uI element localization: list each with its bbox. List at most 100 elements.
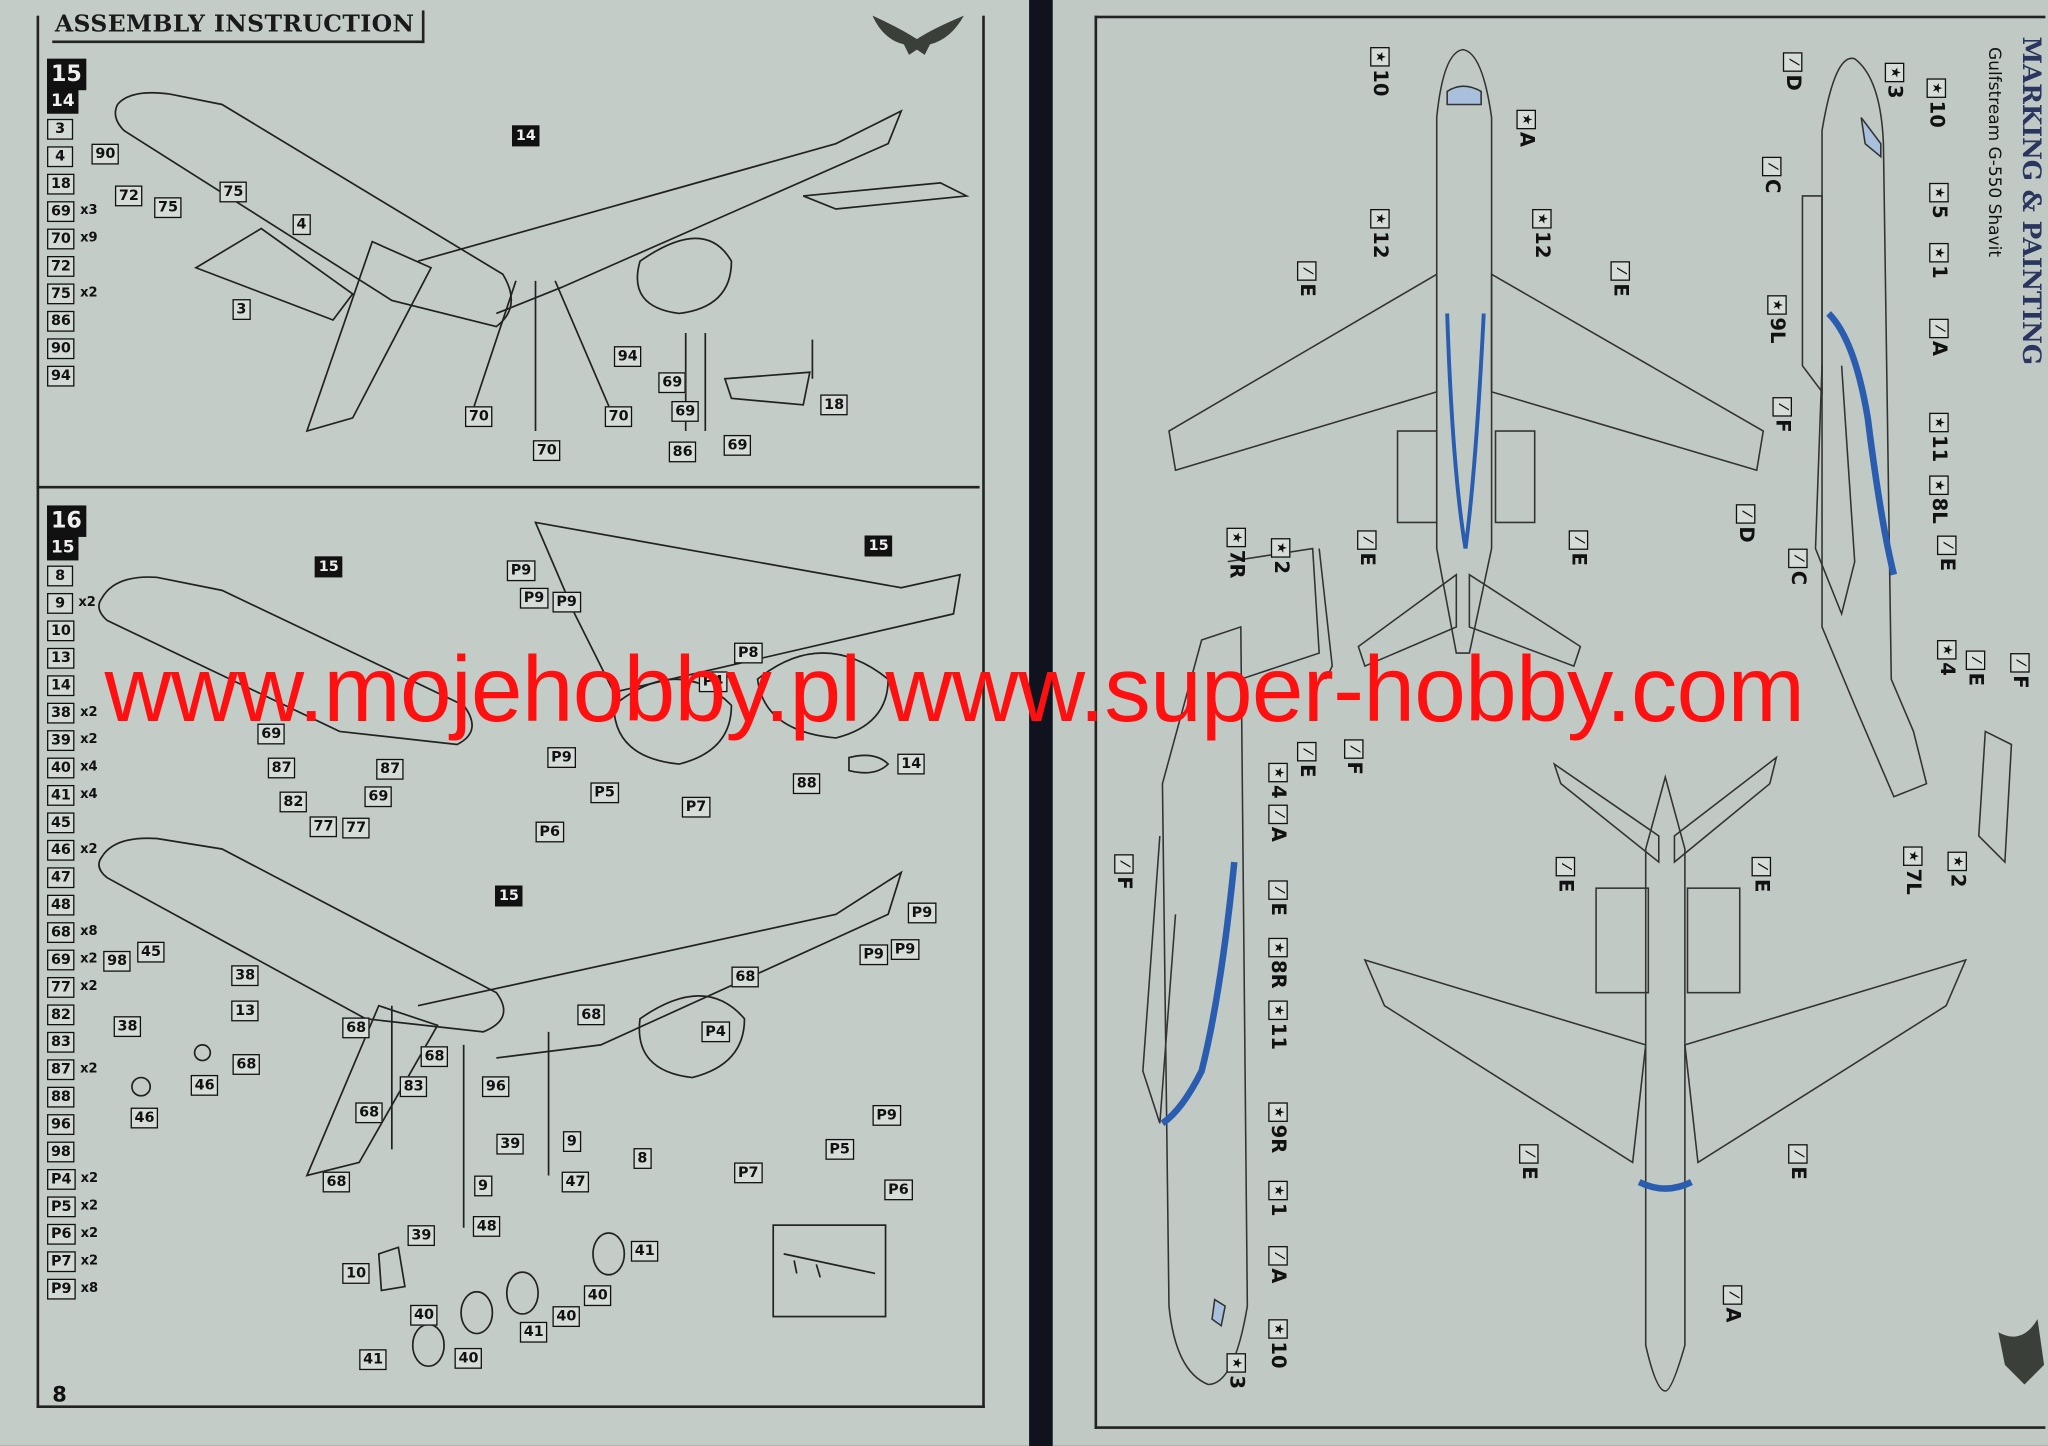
part-list-item: 90	[47, 334, 98, 361]
part-list-item: 86	[47, 307, 98, 334]
part-number: 75	[47, 282, 75, 304]
callout-label: 10	[1266, 1341, 1291, 1369]
part-number: 90	[47, 337, 75, 359]
part-callout: 39	[407, 1225, 436, 1247]
part-callout: 14	[511, 125, 540, 147]
part-callout: 69	[671, 400, 700, 422]
part-number: 47	[47, 866, 75, 888]
part-callout: 75	[154, 197, 182, 219]
aircraft-subtitle: Gulfstream G-550 Shavit	[1983, 47, 2004, 257]
callout-label: C	[1786, 570, 1811, 586]
part-callout: 9	[562, 1131, 581, 1152]
decal-callout: ★5	[1928, 182, 1951, 219]
part-number: 38	[47, 702, 75, 723]
part-number: P4	[47, 1168, 76, 1190]
part-callout: 69	[364, 786, 393, 808]
paint-brush-icon: ⁄	[1773, 397, 1793, 417]
callout-label: 8R	[1266, 959, 1291, 989]
decal-star-icon: ★	[1885, 62, 1905, 83]
part-number: 15	[47, 535, 79, 561]
part-quantity: x8	[80, 1281, 99, 1296]
part-callout: P7	[681, 796, 711, 818]
part-callout: 3	[232, 299, 251, 320]
decal-callout: ★7L	[1902, 846, 1925, 895]
paint-callout: ⁄E	[1356, 530, 1379, 566]
decal-star-icon: ★	[1929, 182, 1950, 203]
part-callout: 68	[342, 1017, 371, 1039]
decal-callout: ★11	[1928, 412, 1951, 462]
callout-label: E	[1567, 552, 1591, 566]
part-callout: P9	[552, 591, 581, 613]
part-number: 69	[47, 948, 75, 970]
part-callout: 48	[472, 1215, 501, 1237]
part-list-item: 94	[47, 362, 98, 389]
part-callout: 9	[474, 1175, 492, 1197]
paint-callout: ⁄E	[1296, 741, 1319, 777]
part-callout: 10	[342, 1263, 371, 1284]
part-list-item: 4	[47, 142, 98, 169]
page-title: MARKING & PAINTING	[2016, 36, 2046, 366]
part-callout: 77	[342, 817, 371, 839]
part-list-item: 14	[47, 88, 98, 115]
paint-brush-icon: ⁄	[1762, 156, 1783, 177]
step-number: 15	[47, 58, 98, 90]
decal-star-icon: ★	[1268, 1319, 1289, 1339]
decal-callout: ★3	[1225, 1353, 1249, 1389]
callout-label: 9R	[1266, 1124, 1291, 1154]
part-quantity: x2	[80, 1171, 99, 1186]
decal-star-icon: ★	[1268, 1180, 1289, 1201]
callout-label: 2	[1946, 873, 1970, 888]
part-number: 14	[47, 674, 75, 696]
part-list-item: 18	[47, 170, 98, 197]
part-list-item: 98	[47, 1138, 98, 1165]
paint-callout: ⁄E	[1964, 650, 1988, 686]
decal-star-icon: ★	[1767, 295, 1788, 315]
part-number: 18	[47, 173, 75, 194]
part-callout: 8	[633, 1148, 652, 1169]
paint-callout: ⁄C	[1761, 156, 1784, 193]
part-callout: 96	[481, 1076, 510, 1098]
step-number: 16	[47, 504, 98, 537]
callout-label: 4	[1266, 784, 1291, 799]
decal-star-icon: ★	[1937, 639, 1958, 660]
part-callout: 68	[322, 1171, 351, 1193]
part-callout: 40	[454, 1347, 483, 1369]
part-callout: 13	[231, 1000, 260, 1022]
part-number: 48	[47, 894, 75, 915]
part-callout: 39	[496, 1133, 525, 1155]
part-quantity: x2	[80, 705, 98, 720]
paint-brush-icon: ⁄	[1736, 504, 1757, 524]
part-callout: P9	[872, 1104, 901, 1126]
step-number-badge: 16	[47, 504, 86, 537]
part-callout: 68	[355, 1102, 384, 1124]
decal-callout: ★7R	[1225, 527, 1249, 579]
part-list-item: 96	[47, 1110, 98, 1137]
callout-label: 1	[1266, 1202, 1291, 1217]
part-callout: 69	[658, 372, 687, 394]
part-callout: 87	[376, 758, 404, 780]
paint-callout: ⁄D	[1735, 504, 1758, 543]
step-number-badge: 15	[47, 58, 86, 90]
part-callout: P5	[825, 1138, 854, 1160]
part-callout: 86	[668, 441, 697, 463]
paint-brush-icon: ⁄	[1268, 1246, 1289, 1266]
part-list-item: 14	[47, 671, 98, 698]
paint-callout: ⁄A	[1267, 804, 1290, 842]
callout-label: 12	[1368, 231, 1393, 259]
paint-callout: ⁄A	[1928, 318, 1951, 356]
decal-callout: ★4	[1266, 762, 1291, 799]
part-callout: P6	[535, 821, 564, 843]
callout-label: E	[1786, 1166, 1811, 1180]
callout-label: 4	[1935, 662, 1960, 676]
watermark: www.mojehobby.pl www.super-hobby.com	[104, 638, 1805, 742]
part-number: 8	[47, 564, 74, 586]
part-callout: 18	[820, 394, 849, 416]
callout-label: 7R	[1225, 549, 1249, 579]
decal-callout: ★9R	[1266, 1102, 1291, 1154]
book-spine	[1029, 0, 1053, 1446]
callout-label: E	[1554, 879, 1578, 893]
part-number: P5	[47, 1195, 76, 1217]
